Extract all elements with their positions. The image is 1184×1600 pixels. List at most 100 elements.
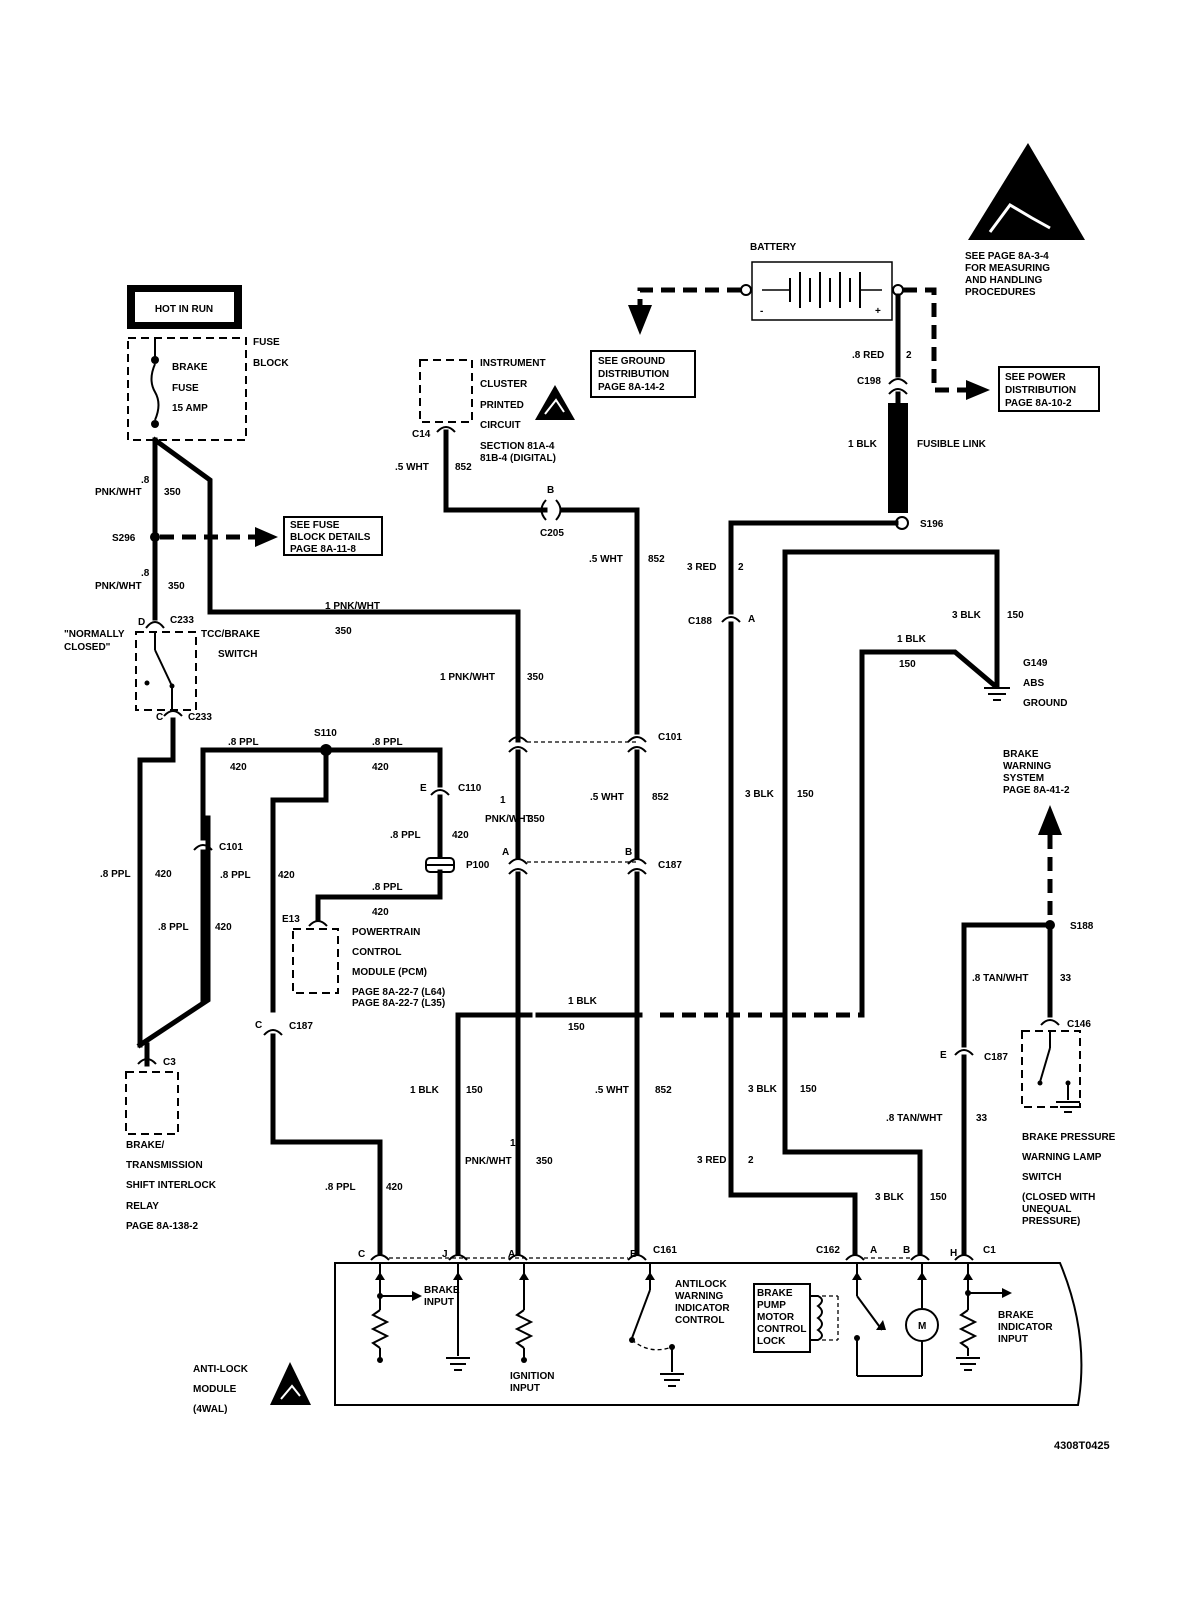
svg-text:150: 150 <box>466 1085 483 1096</box>
svg-text:BRAKE/: BRAKE/ <box>126 1140 165 1151</box>
svg-text:PAGE 8A-22-7 (L35): PAGE 8A-22-7 (L35) <box>352 998 445 1009</box>
ref-fuse-details: SEE FUSE BLOCK DETAILS PAGE 8A-11-8 <box>283 516 383 556</box>
svg-text:SEE FUSE: SEE FUSE <box>290 520 340 531</box>
svg-text:S196: S196 <box>920 519 944 530</box>
svg-text:TCC/BRAKE: TCC/BRAKE <box>201 629 260 640</box>
svg-text:350: 350 <box>527 672 544 683</box>
svg-text:.8 TAN/WHT: .8 TAN/WHT <box>886 1113 942 1124</box>
svg-text:MODULE (PCM): MODULE (PCM) <box>352 967 427 978</box>
svg-text:C101: C101 <box>658 732 682 743</box>
svg-text:2: 2 <box>906 350 912 361</box>
svg-text:BRAKE: BRAKE <box>757 1288 793 1299</box>
svg-text:852: 852 <box>655 1085 672 1096</box>
svg-text:C: C <box>156 712 163 723</box>
svg-text:(4WAL): (4WAL) <box>193 1404 227 1415</box>
svg-text:.8 PPL: .8 PPL <box>158 922 189 933</box>
svg-text:.5 WHT: .5 WHT <box>595 1085 629 1096</box>
hot-in-run-label: HOT IN RUN <box>155 304 213 315</box>
svg-text:SWITCH: SWITCH <box>1022 1172 1061 1183</box>
svg-text:CIRCUIT: CIRCUIT <box>480 420 521 431</box>
svg-text:PNK/WHT: PNK/WHT <box>95 581 142 592</box>
svg-text:C187: C187 <box>289 1021 313 1032</box>
svg-text:C162: C162 <box>816 1245 840 1256</box>
battery: BATTERY - + <box>740 242 904 321</box>
svg-text:33: 33 <box>976 1113 988 1124</box>
svg-text:.8 TAN/WHT: .8 TAN/WHT <box>972 973 1028 984</box>
svg-text:IGNITION: IGNITION <box>510 1371 554 1382</box>
svg-text:D: D <box>138 617 145 628</box>
svg-text:E: E <box>940 1050 947 1061</box>
svg-text:MOTOR: MOTOR <box>757 1312 795 1323</box>
svg-text:B: B <box>630 1249 637 1260</box>
svg-text:C187: C187 <box>984 1052 1008 1063</box>
svg-text:C198: C198 <box>857 376 881 387</box>
svg-text:1 PNK/WHT: 1 PNK/WHT <box>325 601 380 612</box>
fuse-rating: 15 AMP <box>172 403 208 414</box>
svg-text:33: 33 <box>1060 973 1072 984</box>
svg-text:.8 PPL: .8 PPL <box>228 737 259 748</box>
svg-text:150: 150 <box>797 789 814 800</box>
esd-warning-icon <box>270 1362 311 1405</box>
svg-text:150: 150 <box>800 1084 817 1095</box>
svg-text:.5 WHT: .5 WHT <box>589 554 623 565</box>
svg-text:E13: E13 <box>282 914 300 925</box>
svg-text:2: 2 <box>748 1155 754 1166</box>
svg-text:G149: G149 <box>1023 658 1048 669</box>
svg-text:SWITCH: SWITCH <box>218 649 257 660</box>
svg-text:CLUSTER: CLUSTER <box>480 379 528 390</box>
svg-text:(CLOSED WITH: (CLOSED WITH <box>1022 1192 1095 1203</box>
transmission-interlock-relay: C3 BRAKE/ TRANSMISSION SHIFT INTERLOCK R… <box>125 1057 217 1232</box>
svg-text:1: 1 <box>500 795 506 806</box>
svg-text:420: 420 <box>386 1182 403 1193</box>
svg-text:C233: C233 <box>188 712 212 723</box>
svg-text:PAGE 8A-14-2: PAGE 8A-14-2 <box>598 382 665 393</box>
svg-text:PAGE 8A-22-7 (L64): PAGE 8A-22-7 (L64) <box>352 987 445 998</box>
svg-text:DISTRIBUTION: DISTRIBUTION <box>598 369 669 380</box>
svg-text:C14: C14 <box>412 429 431 440</box>
svg-text:150: 150 <box>899 659 916 670</box>
svg-text:A: A <box>870 1245 877 1256</box>
svg-text:350: 350 <box>164 487 181 498</box>
svg-text:3 RED: 3 RED <box>697 1155 726 1166</box>
arrow-down-icon <box>628 305 652 335</box>
svg-text:H: H <box>950 1248 957 1259</box>
svg-text:E: E <box>420 783 427 794</box>
svg-text:LOCK: LOCK <box>757 1336 786 1347</box>
svg-text:.8 PPL: .8 PPL <box>372 882 403 893</box>
svg-text:PUMP: PUMP <box>757 1300 786 1311</box>
fuse-name-2: FUSE <box>172 383 199 394</box>
svg-text:SYSTEM: SYSTEM <box>1003 773 1044 784</box>
svg-text:150: 150 <box>930 1192 947 1203</box>
svg-text:SECTION 81A-4: SECTION 81A-4 <box>480 441 555 452</box>
svg-text:CONTROL: CONTROL <box>757 1324 806 1335</box>
svg-text:.8: .8 <box>141 568 150 579</box>
svg-text:DISTRIBUTION: DISTRIBUTION <box>1005 385 1076 396</box>
svg-text:.5 WHT: .5 WHT <box>590 792 624 803</box>
svg-text:PAGE 8A-41-2: PAGE 8A-41-2 <box>1003 785 1070 796</box>
svg-text:PNK/WHT: PNK/WHT <box>95 487 142 498</box>
svg-text:150: 150 <box>568 1022 585 1033</box>
svg-text:MODULE: MODULE <box>193 1384 237 1395</box>
svg-text:BLOCK DETAILS: BLOCK DETAILS <box>290 532 371 543</box>
svg-text:C3: C3 <box>163 1057 176 1068</box>
svg-text:420: 420 <box>372 762 389 773</box>
svg-text:C146: C146 <box>1067 1019 1091 1030</box>
svg-text:CONTROL: CONTROL <box>352 947 401 958</box>
svg-text:INPUT: INPUT <box>510 1383 540 1394</box>
svg-text:GROUND: GROUND <box>1023 698 1067 709</box>
tcc-brake-switch: D C233 C C233 TCC/BRAKE SWITCH "NORMALLY… <box>64 615 260 723</box>
svg-text:1 BLK: 1 BLK <box>410 1085 440 1096</box>
svg-text:C205: C205 <box>540 528 564 539</box>
fuse-block-title-1: FUSE <box>253 337 280 348</box>
svg-text:C1: C1 <box>983 1245 996 1256</box>
svg-text:J: J <box>442 1249 448 1260</box>
svg-text:1 BLK: 1 BLK <box>897 634 927 645</box>
fuse-block: BRAKE FUSE 15 AMP FUSE BLOCK <box>127 337 289 441</box>
svg-text:420: 420 <box>215 922 232 933</box>
pcm-module: E13 POWERTRAIN CONTROL MODULE (PCM) PAGE… <box>282 914 445 1009</box>
g149-ground-icon <box>984 687 1010 701</box>
svg-text:B: B <box>547 485 554 496</box>
svg-text:BATTERY: BATTERY <box>750 242 796 253</box>
ref-ground-distribution: SEE GROUND DISTRIBUTION PAGE 8A-14-2 <box>590 350 696 398</box>
